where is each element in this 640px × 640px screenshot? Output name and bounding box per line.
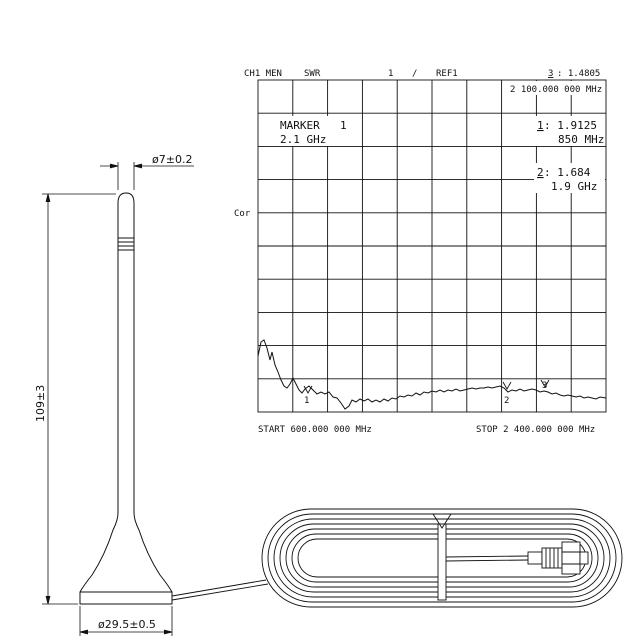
trace-marker-2-label: 2 [504, 396, 509, 406]
cable-loop [261, 508, 623, 608]
trace-marker-3-label: 3 [542, 381, 547, 391]
base-diameter-label: ø29.5±0.5 [98, 618, 156, 631]
cor-label: Cor [234, 209, 251, 219]
trace-marker-1 [303, 385, 313, 394]
trace-marker-3 [540, 379, 550, 388]
antenna-base [79, 512, 173, 605]
scale-separator: / [412, 69, 417, 79]
cable-coil [171, 508, 623, 608]
start-frequency: START 600.000 000 MHz [258, 425, 372, 435]
ref-label: REF1 [436, 69, 458, 79]
height-dimension [42, 193, 116, 605]
marker1-index: 1 [537, 119, 544, 132]
marker3-freq: 2 100.000 000 MHz [510, 85, 602, 95]
trace-marker-1-label: 1 [304, 396, 309, 406]
marker-index: 1 [340, 119, 347, 132]
cable-lead [171, 579, 267, 597]
marker1-freq: 850 MHz [558, 133, 604, 146]
marker-title: MARKER [280, 119, 320, 132]
readout-bg [506, 81, 605, 95]
cable-lead [445, 559, 529, 562]
cable-tie-end [432, 513, 452, 529]
marker2-freq: 1.9 GHz [551, 180, 597, 193]
marker-label-bg [276, 116, 330, 146]
readout-bg [534, 116, 605, 146]
trace-marker-2 [502, 381, 512, 390]
marker3-value: : 1.4805 [557, 69, 600, 79]
channel-label: CH1 MEN [244, 69, 282, 79]
mode-label: SWR [304, 69, 321, 79]
marker3-index: 3 [548, 69, 553, 79]
marker1-value: : 1.9125 [544, 119, 597, 132]
antenna-whip [117, 192, 135, 513]
cable-lead [171, 583, 269, 601]
readout-bg [534, 163, 605, 193]
stop-frequency: STOP 2 400.000 000 MHz [476, 425, 595, 435]
scale-label: 1 [388, 69, 393, 79]
cable-tie [437, 523, 447, 601]
sma-connector [527, 541, 589, 575]
tip-diameter-label: ø7±0.2 [152, 153, 192, 166]
swr-plot: CH1 MEN SWR 1 / REF1 3 : 1.4805 2 100.00… [234, 69, 607, 435]
cable-loop [267, 513, 617, 603]
marker2-value: : 1.684 [544, 166, 591, 179]
swr-trace [257, 339, 607, 410]
cable-lead [445, 555, 529, 558]
height-label: 109±3 [34, 385, 47, 422]
base-diameter-dimension [79, 606, 173, 636]
antenna-drawing [79, 192, 173, 605]
tip-diameter-dimension [100, 162, 194, 190]
marker2-index: 2 [537, 166, 544, 179]
marker-freq: 2.1 GHz [280, 133, 326, 146]
